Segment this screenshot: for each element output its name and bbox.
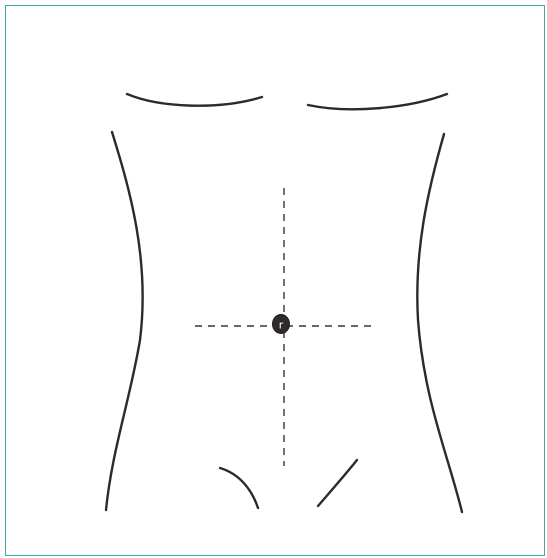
- right-groin-line: [318, 460, 357, 506]
- navel-marker: r: [273, 315, 290, 334]
- navel-label: r: [279, 319, 284, 332]
- right-chest-line: [308, 94, 447, 109]
- right-torso-outline: [417, 134, 462, 512]
- left-torso-outline: [106, 132, 143, 510]
- left-groin-line: [220, 468, 258, 508]
- left-chest-line: [127, 94, 262, 106]
